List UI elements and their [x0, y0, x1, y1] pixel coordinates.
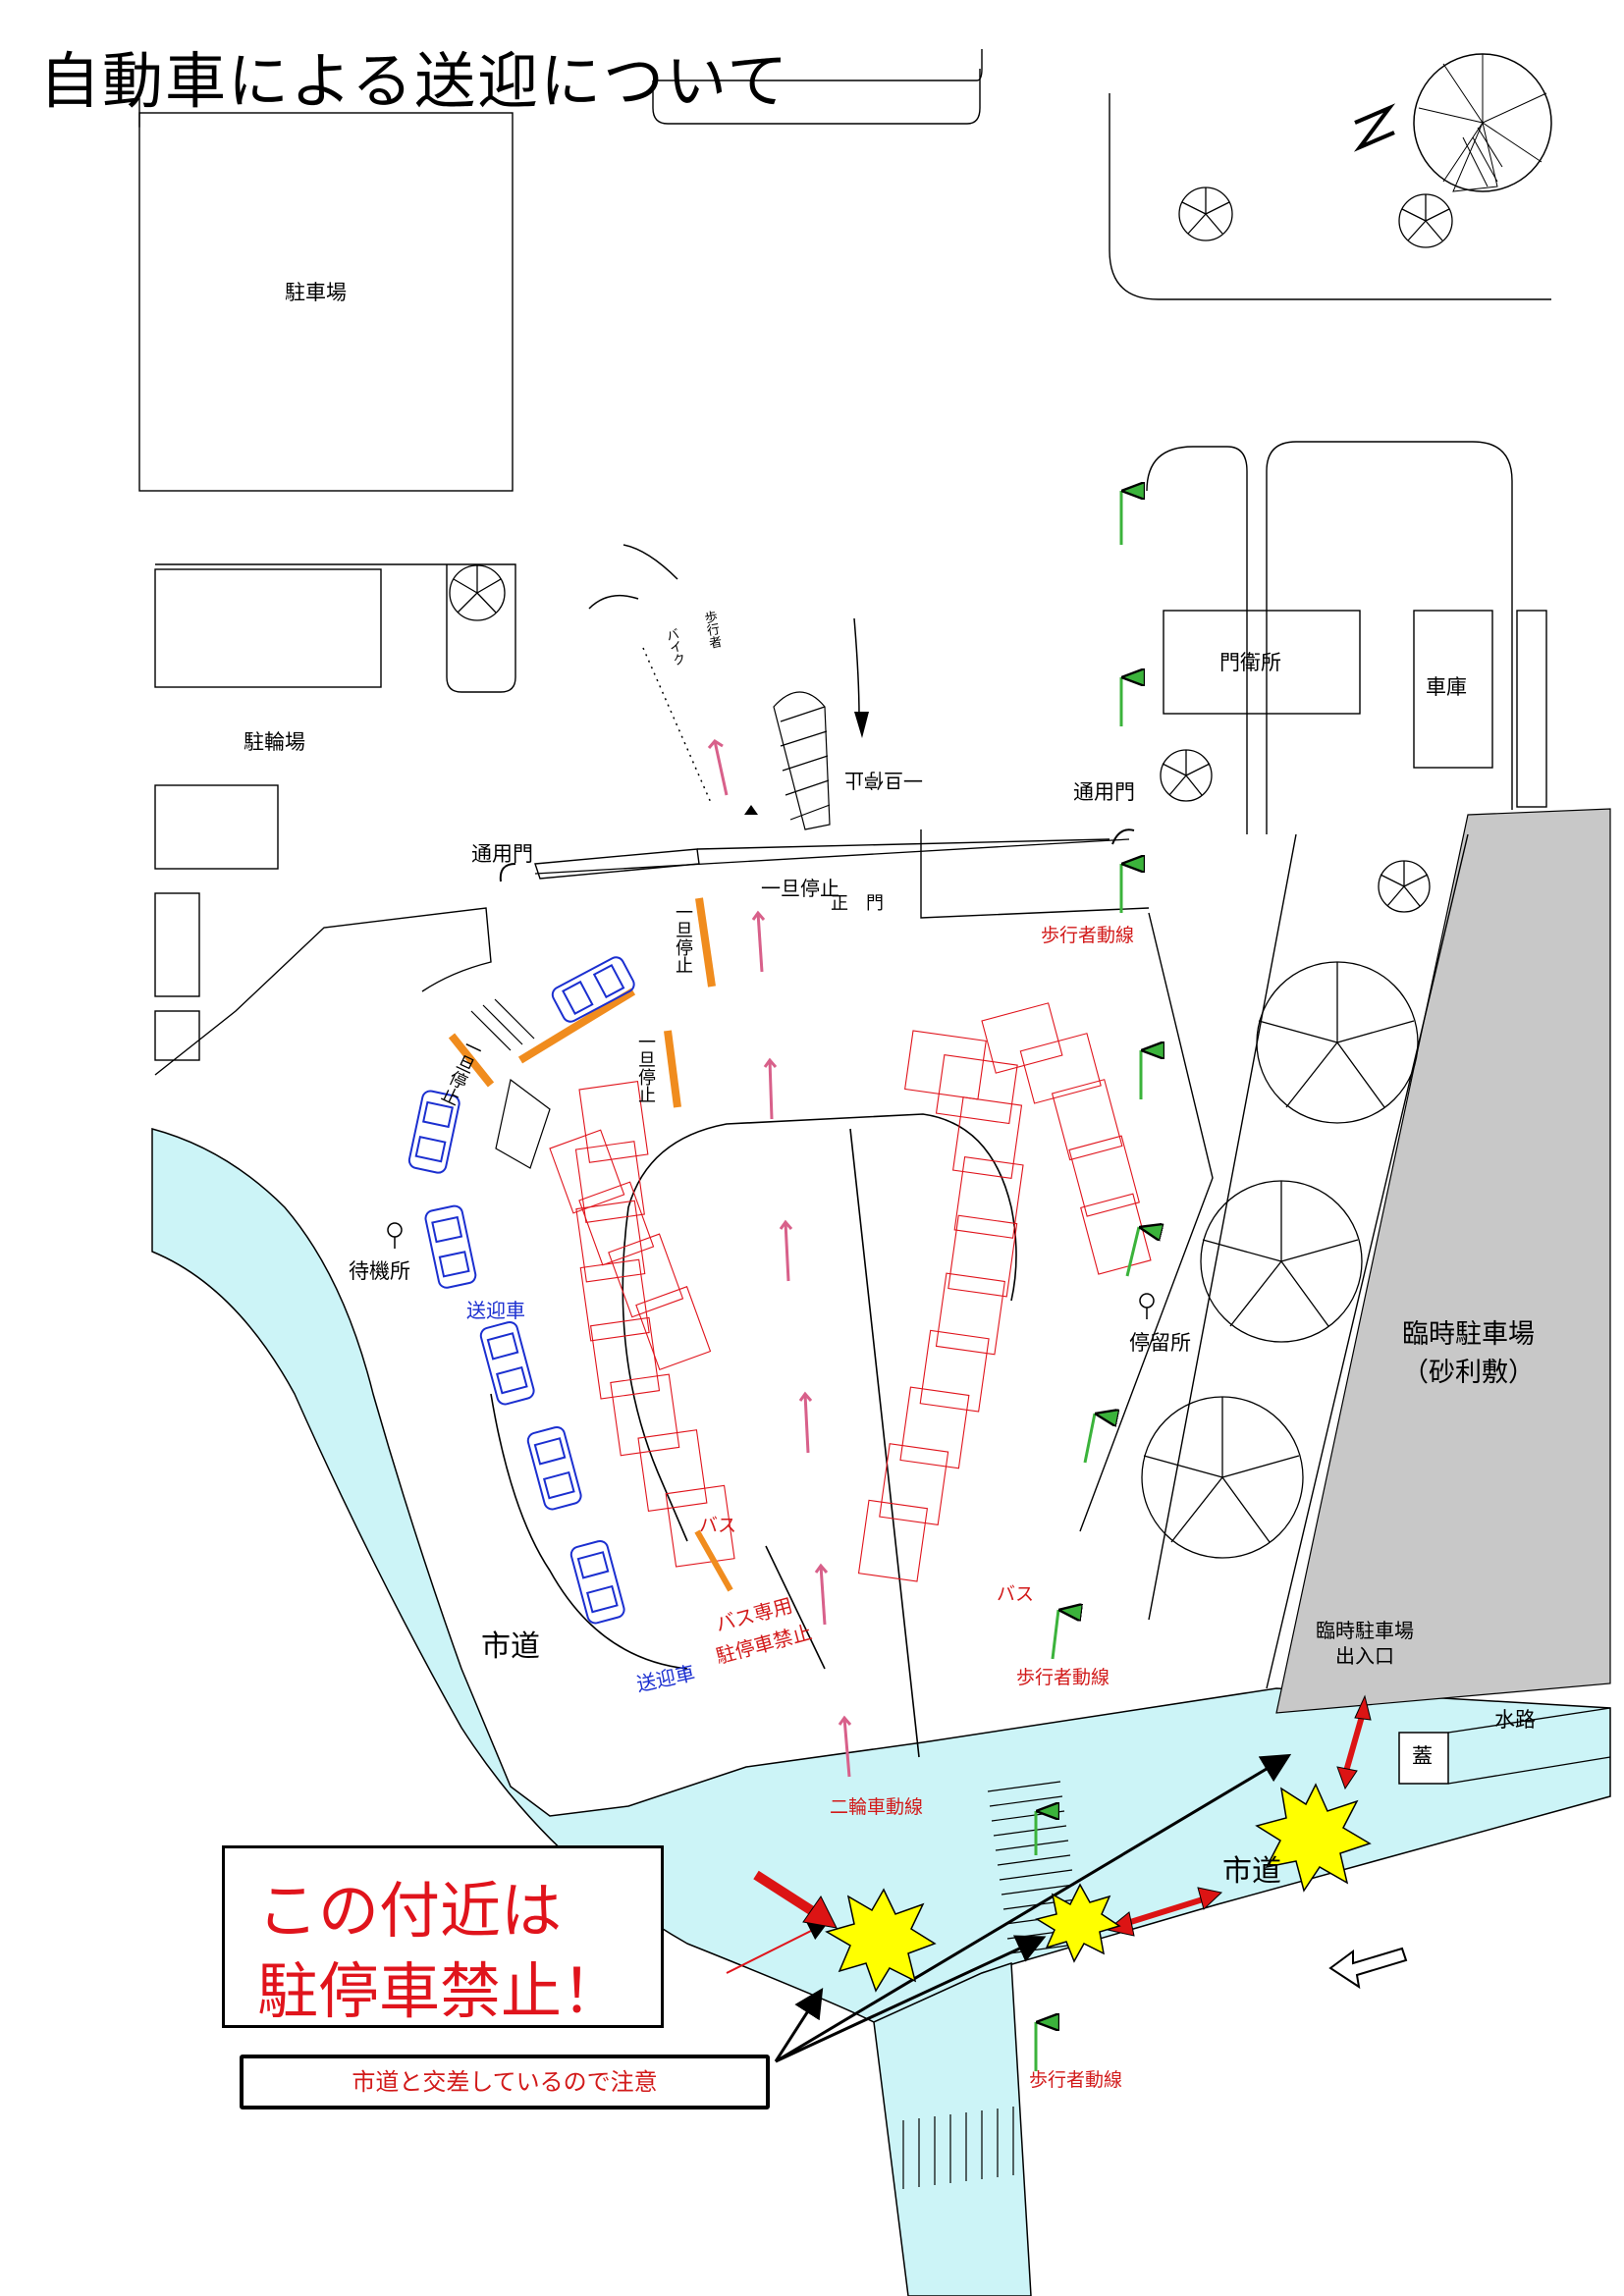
- page-title: 自動車による送迎について: [39, 45, 790, 117]
- entry-curve-arrows: [588, 544, 860, 806]
- label-temp-parking-line1: 臨時駐車場: [1402, 1319, 1535, 1350]
- label-temp-parking: 臨時駐車場 （砂利敷）: [1402, 1315, 1535, 1392]
- temporary-parking-gravel: [1275, 808, 1611, 1714]
- bus-loop: [490, 1113, 1017, 1758]
- bus-arrow: [694, 1529, 733, 1592]
- label-lid: 蓋: [1412, 1744, 1433, 1768]
- label-guard-house: 門衛所: [1219, 651, 1281, 674]
- building-outlines: [138, 49, 1551, 1689]
- label-waterway: 水路: [1494, 1708, 1536, 1732]
- label-bus-1: バス: [699, 1515, 737, 1536]
- label-bus-2: バス: [997, 1583, 1035, 1605]
- label-pedestrian-3: 歩行者動線: [1029, 2069, 1123, 2091]
- label-temp-parking-entry-line1: 臨時駐車場: [1316, 1619, 1414, 1642]
- bus-outlines: [549, 1002, 1152, 1582]
- label-pedestrian-2: 歩行者動線: [1016, 1667, 1110, 1688]
- warning-box: [222, 1845, 664, 2028]
- label-bicycle-parking: 駐輪場: [244, 730, 305, 754]
- parking-block: [138, 112, 514, 492]
- danger-stars: [825, 1783, 1372, 1993]
- warning-text: この付近は 駐停車禁止！: [257, 1875, 623, 2027]
- note-text: 市道と交差しているので注意: [352, 2068, 658, 2096]
- label-parking: 駐車場: [285, 281, 347, 304]
- label-garage: 車庫: [1426, 675, 1467, 699]
- orange-stop-bars: [448, 897, 716, 1108]
- hatched-island: [773, 691, 831, 830]
- stop-mark-3: 一旦停止: [673, 903, 693, 974]
- label-temp-parking-entry-line2: 出入口: [1335, 1644, 1394, 1668]
- label-city-road-right: 市道: [1222, 1854, 1281, 1889]
- trees: [449, 187, 1453, 1559]
- label-pickup-car-1: 送迎車: [466, 1299, 525, 1322]
- label-main-gate: 正 門: [831, 893, 884, 914]
- pickup-cars: [407, 956, 635, 1625]
- gate-line: [534, 838, 1130, 875]
- crossing-arrows: [774, 1753, 1292, 2063]
- note-box: [240, 2055, 770, 2109]
- label-service-gate-right: 通用門: [1073, 780, 1135, 804]
- label-service-gate-left: 通用門: [471, 842, 533, 866]
- label-stop-area: 停留所: [1129, 1331, 1191, 1355]
- red-arrows: [1123, 1712, 1366, 1927]
- zebra-crossings: [470, 998, 1083, 2189]
- vehicle-arrows: [707, 739, 852, 1778]
- label-temp-parking-line2: （砂利敷）: [1402, 1358, 1535, 1389]
- pedestrian-arrows: [1034, 491, 1141, 2071]
- label-waiting-area: 待機所: [349, 1259, 410, 1283]
- label-temp-parking-entry: 臨時駐車場 出入口: [1316, 1618, 1414, 1669]
- north-compass: [1353, 53, 1552, 192]
- stop-mark-1: 一旦停止: [844, 769, 923, 792]
- label-pedestrian-1: 歩行者動線: [1041, 925, 1135, 946]
- label-city-road-left: 市道: [481, 1629, 540, 1664]
- warning-pointer: [726, 1922, 829, 1974]
- label-two-wheel: 二輪車動線: [830, 1796, 924, 1818]
- stop-mark-4: 一旦停止: [635, 1033, 656, 1103]
- stop-mark-2: 一旦停止: [761, 877, 839, 900]
